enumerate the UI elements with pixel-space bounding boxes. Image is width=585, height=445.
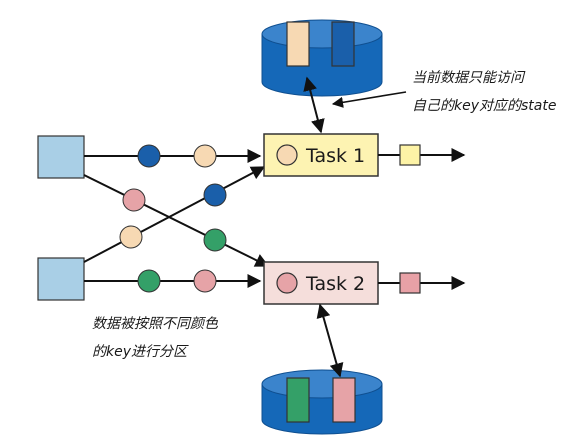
state-store-task1 — [261, 19, 383, 97]
state-key-green — [286, 377, 310, 423]
state-key-peach — [286, 21, 310, 67]
task2-node: Task 2 — [263, 261, 379, 305]
task2-label: Task 2 — [305, 273, 365, 295]
record-blue — [137, 144, 161, 168]
task2-current-record — [276, 272, 298, 294]
state-store-task2-top — [261, 369, 383, 399]
partition-line-2: 的key进行分区 — [92, 344, 188, 360]
state-access-line-1: 当前数据只能访问 — [412, 70, 524, 86]
source-box-bottom — [37, 257, 85, 301]
record-green — [203, 228, 227, 252]
state-access-arrow-task1 — [303, 76, 325, 134]
state-access-line-2: 自己的key对应的state — [412, 98, 557, 114]
flow-top-to-task2 — [83, 174, 270, 267]
record-peach — [193, 144, 217, 168]
state-key-pink — [332, 377, 356, 423]
record-peach — [119, 225, 143, 249]
task1-node: Task 1 — [263, 133, 379, 177]
state-access-arrow-task2 — [316, 303, 344, 378]
state-key-blue — [331, 21, 355, 67]
partition-line-1: 数据被按照不同颜色 — [92, 316, 218, 332]
record-pink — [122, 188, 146, 212]
task1-current-record — [276, 144, 298, 166]
record-blue — [203, 183, 227, 207]
state-store-task2 — [261, 369, 383, 435]
source-box-top — [37, 135, 85, 179]
record-green — [137, 269, 161, 293]
flow-bottom-to-task1 — [83, 166, 266, 263]
state-access-annotation: 当前数据只能访问 自己的key对应的state — [412, 64, 556, 120]
record-pink — [193, 269, 217, 293]
task1-label: Task 1 — [305, 145, 365, 167]
state-store-task1-top — [261, 19, 383, 49]
partition-annotation: 数据被按照不同颜色 的key进行分区 — [92, 310, 218, 366]
output-record-pink — [399, 272, 421, 294]
annotation-callout-arrow — [331, 91, 407, 108]
output-record-yellow — [399, 144, 421, 166]
